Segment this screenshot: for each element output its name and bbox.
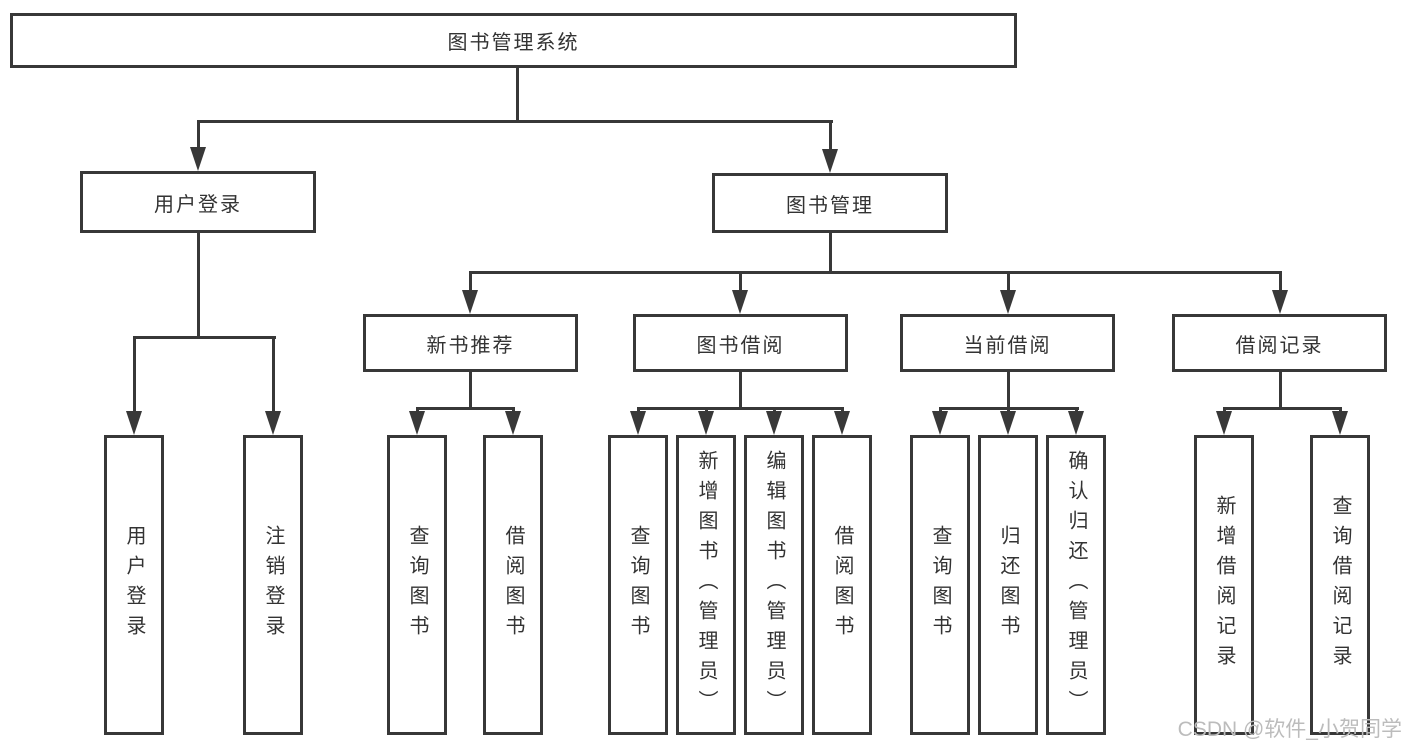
arrow-down-icon — [630, 411, 646, 435]
node-book-borrow: 图书借阅 — [633, 314, 848, 372]
arrow-down-icon — [462, 290, 478, 314]
watermark: CSDN @软件_小贺同学 — [1177, 718, 1402, 741]
arrow-down-icon — [1000, 411, 1016, 435]
connector-line — [469, 372, 472, 407]
connector-line — [739, 271, 742, 293]
arrow-down-icon — [1272, 290, 1288, 314]
connector-line — [469, 271, 472, 293]
connector-line — [829, 120, 832, 152]
connector-line — [469, 271, 1282, 274]
connector-line — [1007, 372, 1010, 407]
connector-line — [516, 68, 519, 120]
node-borrow-records: 借阅记录 — [1172, 314, 1387, 372]
leaf-label: 新增图书（管理员） — [695, 450, 717, 720]
leaf-label: 借阅图书 — [502, 525, 524, 645]
leaf-add-borrow-record: 新增借阅记录 — [1194, 435, 1254, 735]
node-user-login: 用户登录 — [80, 171, 316, 233]
arrow-down-icon — [1000, 290, 1016, 314]
leaf-label: 用户登录 — [123, 525, 145, 645]
leaf-label: 确认归还（管理员） — [1065, 450, 1087, 720]
leaf-label: 归还图书 — [997, 525, 1019, 645]
leaf-label: 查询图书 — [627, 525, 649, 645]
arrow-down-icon — [190, 147, 206, 171]
connector-line — [272, 336, 275, 412]
arrow-down-icon — [932, 411, 948, 435]
leaf-return-books: 归还图书 — [978, 435, 1038, 735]
connector-line — [197, 233, 200, 336]
leaf-label: 查询图书 — [929, 525, 951, 645]
node-user-login-label: 用户登录 — [154, 193, 242, 216]
leaf-logout: 注销登录 — [243, 435, 303, 735]
leaf-query-books-current: 查询图书 — [910, 435, 970, 735]
arrow-down-icon — [732, 290, 748, 314]
leaf-confirm-return-admin: 确认归还（管理员） — [1046, 435, 1106, 735]
arrow-down-icon — [126, 411, 142, 435]
leaf-label: 编辑图书（管理员） — [763, 450, 785, 720]
node-new-book-recommend: 新书推荐 — [363, 314, 578, 372]
arrow-down-icon — [1216, 411, 1232, 435]
leaf-label: 新增借阅记录 — [1213, 495, 1235, 675]
node-root-label: 图书管理系统 — [447, 32, 580, 54]
leaf-edit-books-admin: 编辑图书（管理员） — [744, 435, 804, 735]
leaf-query-books-recommend: 查询图书 — [387, 435, 447, 735]
arrow-down-icon — [1332, 411, 1348, 435]
arrow-down-icon — [409, 411, 425, 435]
arrow-down-icon — [698, 411, 714, 435]
node-current-borrow: 当前借阅 — [900, 314, 1115, 372]
leaf-add-books-admin: 新增图书（管理员） — [676, 435, 736, 735]
leaf-borrow-books-recommend: 借阅图书 — [483, 435, 543, 735]
arrow-down-icon — [834, 411, 850, 435]
arrow-down-icon — [1068, 411, 1084, 435]
leaf-label: 查询借阅记录 — [1329, 495, 1351, 675]
connector-line — [1279, 271, 1282, 293]
leaf-query-borrow-record: 查询借阅记录 — [1310, 435, 1370, 735]
arrow-down-icon — [766, 411, 782, 435]
node-new-book-recommend-label: 新书推荐 — [426, 334, 515, 357]
node-root: 图书管理系统 — [10, 13, 1017, 68]
connector-line — [1007, 271, 1010, 293]
connector-line — [1279, 372, 1282, 407]
leaf-label: 借阅图书 — [831, 525, 853, 645]
node-book-management: 图书管理 — [712, 173, 948, 233]
leaf-query-books-borrow: 查询图书 — [608, 435, 668, 735]
connector-line — [197, 120, 200, 150]
arrow-down-icon — [265, 411, 281, 435]
connector-line — [637, 407, 843, 410]
node-book-borrow-label: 图书借阅 — [696, 334, 785, 357]
connector-line — [829, 233, 832, 271]
node-book-management-label: 图书管理 — [786, 194, 874, 217]
node-borrow-records-label: 借阅记录 — [1235, 334, 1324, 357]
arrow-down-icon — [822, 149, 838, 173]
connector-line — [133, 336, 276, 339]
leaf-borrow-books: 借阅图书 — [812, 435, 872, 735]
connector-line — [197, 120, 833, 123]
arrow-down-icon — [505, 411, 521, 435]
connector-line — [416, 407, 515, 410]
connector-line — [1223, 407, 1342, 410]
leaf-label: 注销登录 — [262, 525, 284, 645]
leaf-user-login: 用户登录 — [104, 435, 164, 735]
connector-line — [133, 336, 136, 412]
connector-line — [739, 372, 742, 407]
leaf-label: 查询图书 — [406, 525, 428, 645]
node-current-borrow-label: 当前借阅 — [963, 334, 1052, 357]
